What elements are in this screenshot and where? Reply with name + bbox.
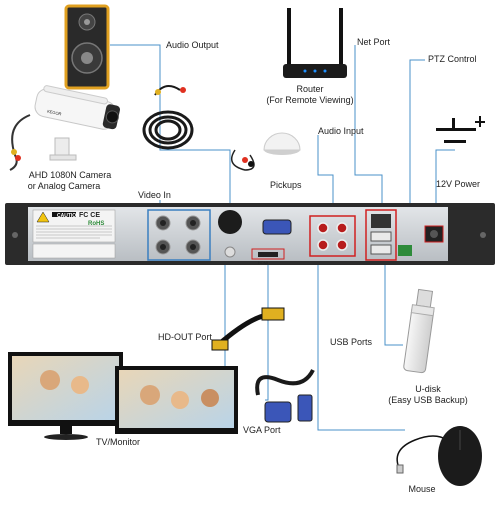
line-mouse xyxy=(317,262,405,431)
line-net-to-dvr xyxy=(354,82,383,205)
label-hd-out-port: HD-OUT Port xyxy=(158,332,212,342)
label-usb-ports: USB Ports xyxy=(330,337,373,347)
monitor-icon xyxy=(8,352,238,440)
vga-cable-icon xyxy=(255,369,315,423)
fc-mark: FC CE xyxy=(79,212,100,219)
hdmi-cable-icon xyxy=(211,307,285,351)
label-tv-monitor: TV/Monitor xyxy=(95,437,141,447)
label-u-disk-sub: (Easy USB Backup) xyxy=(388,395,468,405)
speaker-icon xyxy=(64,4,110,90)
line-usb xyxy=(384,262,403,346)
line-hdout xyxy=(224,260,235,376)
dvr-back-panel xyxy=(5,203,495,265)
mouse-icon xyxy=(396,426,482,486)
line-vga xyxy=(265,262,269,401)
label-u-disk: U-disk xyxy=(415,384,441,394)
label-router: Router xyxy=(296,84,324,94)
label-mouse: Mouse xyxy=(408,484,436,494)
usb-drive-icon xyxy=(403,288,435,374)
label-ahd-camera-1: AHD 1080N Camera xyxy=(28,170,112,180)
label-ahd-camera-2: or Analog Camera xyxy=(27,181,101,191)
rohs-mark: RoHS xyxy=(88,221,105,227)
label-audio-output: Audio Output xyxy=(166,40,219,50)
label-ptz-control: PTZ Control xyxy=(428,54,477,64)
line-ptz xyxy=(409,59,425,205)
hdmi-port-text: HDMI xyxy=(258,260,269,265)
line-audio-input xyxy=(317,135,334,205)
microphone-icon xyxy=(230,132,301,171)
caution-text: CAUTION xyxy=(57,213,80,219)
label-pickups: Pickups xyxy=(270,180,302,190)
label-audio-input: Audio Input xyxy=(318,126,364,136)
label-video-in: Video In xyxy=(138,190,171,200)
label-12v-power: 12V Power xyxy=(436,179,481,189)
bullet-camera-icon xyxy=(9,85,120,171)
router-icon xyxy=(283,8,347,78)
label-net-port: Net Port xyxy=(357,37,391,47)
coiled-cable-icon xyxy=(142,85,194,150)
dc-power-icon xyxy=(436,116,485,143)
line-power xyxy=(435,149,455,205)
label-router-sub: (For Remote Viewing) xyxy=(266,95,354,105)
label-vga-port: VGA Port xyxy=(243,425,281,435)
line-audio-output xyxy=(110,44,231,205)
